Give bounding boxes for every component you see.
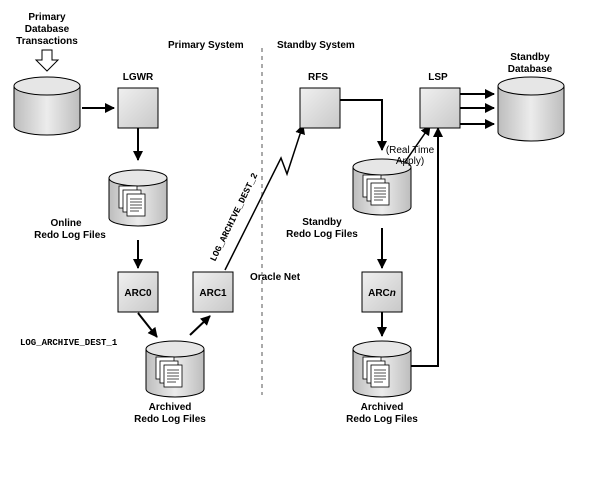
archived-redo-primary-icon <box>145 340 205 398</box>
arc1-label: ARC1 <box>199 288 227 299</box>
svg-text:Apply): Apply) <box>396 156 424 167</box>
svg-text:Online: Online <box>50 218 82 229</box>
arc0-label: ARC0 <box>124 288 152 299</box>
svg-text:Archived: Archived <box>361 402 404 413</box>
lsp-box <box>419 87 461 129</box>
real-time-apply-label: (Real Time Apply) <box>386 145 435 167</box>
archived-to-lsp-arrow <box>411 127 443 367</box>
rfs-label: RFS <box>308 72 328 83</box>
archived-standby-label: Archived Redo Log Files <box>346 402 418 425</box>
primary-transactions-label: Primary Database Transactions <box>16 12 78 47</box>
arc0-box <box>117 271 159 313</box>
svg-text:Transactions: Transactions <box>16 36 78 47</box>
lgwr-label: LGWR <box>123 72 154 83</box>
standby-redo-log-icon <box>352 158 412 216</box>
standby-redo-label: Standby Redo Log Files <box>286 217 358 240</box>
lsp-label: LSP <box>428 72 448 83</box>
archived-to-arc1-arrow <box>189 315 211 336</box>
oracle-net-label: Oracle Net <box>250 272 301 283</box>
lgwr-box <box>117 87 159 129</box>
svg-text:(Real Time: (Real Time <box>386 145 435 156</box>
arc1-box <box>192 271 234 313</box>
svg-text:Redo Log Files: Redo Log Files <box>346 414 418 425</box>
online-redo-label: Online Redo Log Files <box>34 218 106 241</box>
standby-system-heading: Standby System <box>277 40 355 51</box>
online-redo-log-icon <box>108 169 168 227</box>
standby-database-label: Standby Database <box>508 52 553 75</box>
arc0-to-archived-arrow <box>137 312 158 338</box>
svg-text:Redo Log Files: Redo Log Files <box>34 230 106 241</box>
rfs-box <box>299 87 341 129</box>
standby-database-icon <box>497 76 565 142</box>
svg-text:Standby: Standby <box>510 52 550 63</box>
primary-database-icon <box>13 76 81 136</box>
real-time-apply-arrow <box>404 125 431 163</box>
svg-text:Database: Database <box>508 64 553 75</box>
svg-text:Redo Log Files: Redo Log Files <box>134 414 206 425</box>
archived-redo-standby-icon <box>352 340 412 398</box>
arcn-label: ARCn <box>368 288 396 299</box>
transactions-arrow-icon <box>34 49 60 72</box>
primary-system-heading: Primary System <box>168 40 244 51</box>
svg-text:Archived: Archived <box>149 402 192 413</box>
svg-text:Standby: Standby <box>302 217 342 228</box>
rfs-to-standby-redo-arrow <box>340 99 387 151</box>
oracle-net-link <box>224 124 305 271</box>
archived-primary-label: Archived Redo Log Files <box>134 402 206 425</box>
svg-text:Redo Log Files: Redo Log Files <box>286 229 358 240</box>
svg-text:Database: Database <box>25 24 70 35</box>
svg-text:Primary: Primary <box>28 12 66 23</box>
arcn-box <box>361 271 403 313</box>
log-archive-dest-1-label: LOG_ARCHIVE_DEST_1 <box>20 338 118 348</box>
